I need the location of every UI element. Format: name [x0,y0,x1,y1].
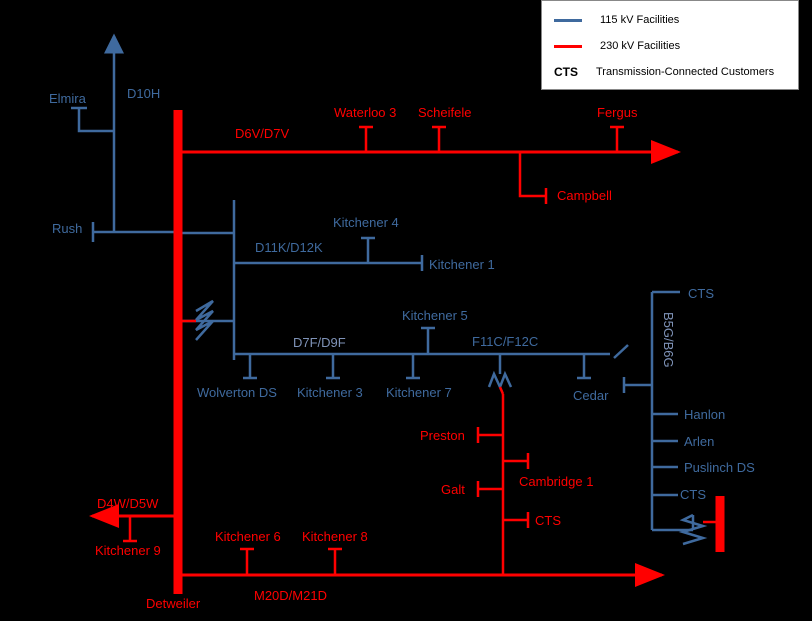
legend-swatch-115 [554,18,582,22]
switch [613,344,629,359]
legend-swatch-230 [554,44,582,48]
legend-row-230: 230 kV Facilities [554,37,680,55]
label-d7f: D7F/D9F [293,335,346,350]
legend-label-115: 115 kV Facilities [600,14,680,26]
transformer-detweiler [195,299,214,341]
label-kitchener6: Kitchener 6 [215,529,281,544]
label-arlen: Arlen [684,434,714,449]
label-b5g: B5G/B6G [661,312,676,368]
label-d4w: D4W/D5W [97,496,159,511]
label-cambridge1: Cambridge 1 [519,474,593,489]
label-cts-red: CTS [535,513,561,528]
legend-code-cts: CTS [554,65,578,79]
label-preston: Preston [420,428,465,443]
legend-label-230: 230 kV Facilities [600,40,681,52]
elmira-tap [77,108,114,133]
label-kitchener4: Kitchener 4 [333,215,399,230]
label-kitchener1: Kitchener 1 [429,257,495,272]
label-kitchener8: Kitchener 8 [302,529,368,544]
label-d11k: D11K/D12K [255,240,323,255]
label-kitchener9: Kitchener 9 [95,543,161,558]
label-fergus: Fergus [597,105,638,120]
label-puslinch: Puslinch DS [684,460,755,475]
label-cts-bottom: CTS [680,487,706,502]
legend: 115 kV Facilities 230 kV Facilities CTS … [541,0,799,90]
label-kitchener5: Kitchener 5 [402,308,468,323]
transformer-f11c [487,370,513,391]
label-kitchener3: Kitchener 3 [297,385,363,400]
red-network [89,110,725,594]
label-d10h: D10H [127,86,160,101]
label-scheifele: Scheifele [418,105,471,120]
label-cts-top: CTS [688,286,714,301]
legend-row-115: 115 kV Facilities [554,11,679,29]
legend-row-cts: CTS Transmission-Connected Customers [554,63,774,81]
label-hanlon: Hanlon [684,407,725,422]
label-campbell: Campbell [557,188,612,203]
legend-label-cts: Transmission-Connected Customers [596,66,775,78]
labels: Elmira D10H Rush D6V/D7V Waterloo 3 Sche… [49,86,755,611]
label-f11c: F11C/F12C [472,334,538,349]
label-kitchener7: Kitchener 7 [386,385,452,400]
label-m20d: M20D/M21D [254,588,327,603]
label-wolverton: Wolverton DS [197,385,277,400]
transformer-b5g [678,513,708,546]
label-cedar: Cedar [573,388,609,403]
label-rush: Rush [52,221,82,236]
label-detweiler: Detweiler [146,596,201,611]
label-elmira: Elmira [49,91,87,106]
label-d6v: D6V/D7V [235,126,290,141]
label-waterloo3: Waterloo 3 [334,105,396,120]
label-galt: Galt [441,482,465,497]
